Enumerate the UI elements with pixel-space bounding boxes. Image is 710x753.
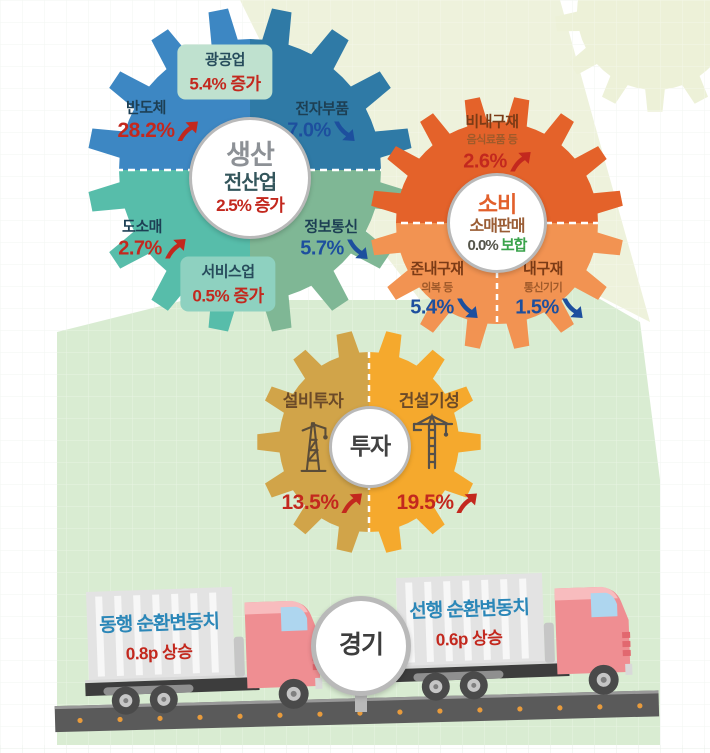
production-item-label-electronics: 전자부품 — [295, 100, 349, 118]
consumption-item-value-semidurables: 5.4% — [410, 297, 478, 320]
truck-left-change: 0.8p 상승 — [125, 642, 193, 664]
up-arrow-icon — [456, 492, 478, 513]
consumption-change: 0.0% 보합 — [467, 236, 528, 254]
consumption-item-value-nondurables: 2.6% — [463, 151, 531, 174]
production-bottom-box-label: 서비스업 — [201, 263, 255, 281]
consumption-item-label-nondurables: 비내구재 — [465, 113, 519, 131]
consumption-title: 소비 — [477, 191, 517, 217]
up-arrow-icon — [341, 492, 363, 513]
truck-right-label: 선행 순환변동치 — [408, 597, 530, 623]
production-change: 2.5% 증가 — [216, 195, 285, 215]
consumption-item-sublabel-nondurables: 음식료품 등 — [466, 134, 518, 146]
consumption-item-label-semidurables: 준내구재 — [410, 260, 464, 278]
investment-center-circle: 투자 — [329, 406, 411, 488]
up-arrow-icon — [164, 238, 186, 259]
production-bottom-box-change: 0.5% 증가 — [192, 286, 264, 306]
economy-sign: 경기 — [311, 596, 411, 696]
down-arrow-icon — [333, 121, 355, 142]
investment-item-value-construction: 19.5% — [396, 491, 478, 515]
consumption-item-sublabel-semidurables: 의복 등 — [421, 282, 453, 294]
truck-right-change: 0.6p 상승 — [435, 628, 503, 650]
consumption-item-label-durables: 내구재 — [523, 260, 563, 278]
consumption-subtitle: 소매판매 — [469, 217, 526, 235]
production-top-box-label: 광공업 — [205, 51, 245, 69]
truck-left-label: 동행 순환변동치 — [98, 611, 220, 637]
up-arrow-icon — [509, 151, 531, 172]
consumption-item-value-durables: 1.5% — [515, 297, 583, 320]
production-item-value-ict: 5.7% — [300, 238, 368, 261]
down-arrow-icon — [561, 298, 583, 319]
production-item-label-ict: 정보통신 — [304, 218, 358, 236]
production-top-box-change: 5.4% 증가 — [189, 74, 261, 94]
production-title: 생산 — [226, 140, 275, 171]
investment-title: 투자 — [349, 433, 391, 460]
production-center-circle: 생산 전산업 2.5% 증가 — [189, 117, 311, 239]
investment-item-value-facility: 13.5% — [281, 491, 363, 515]
down-arrow-icon — [346, 239, 368, 260]
investment-item-label-construction: 건설기성 — [398, 391, 460, 411]
production-top-box: 광공업 5.4% 증가 — [177, 44, 273, 100]
production-item-value-semiconductor: 28.2% — [117, 119, 199, 143]
production-bottom-box: 서비스업 0.5% 증가 — [180, 256, 276, 312]
consumption-item-sublabel-durables: 통신기기 — [523, 282, 563, 294]
road-studs — [77, 703, 643, 724]
production-item-label-retail: 도소매 — [122, 218, 162, 236]
crane-icon — [412, 412, 454, 470]
production-item-value-retail: 2.7% — [118, 238, 186, 261]
pylon-icon — [300, 422, 328, 472]
economy-sign-label: 경기 — [338, 631, 384, 660]
investment-item-label-facility: 설비투자 — [282, 391, 344, 411]
consumption-center-circle: 소비 소매판매 0.0% 보합 — [447, 173, 547, 273]
production-subtitle: 전산업 — [223, 172, 277, 195]
up-arrow-icon — [177, 120, 199, 141]
production-item-value-electronics: 7.0% — [287, 120, 355, 143]
production-item-label-semiconductor: 반도체 — [126, 99, 166, 117]
down-arrow-icon — [456, 298, 478, 319]
